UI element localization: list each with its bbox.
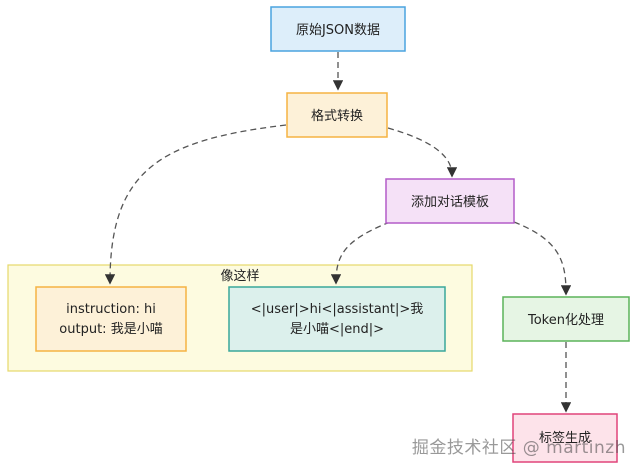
node-format-convert-label: 格式转换 bbox=[311, 108, 363, 124]
node-format-convert: 格式转换 bbox=[286, 92, 388, 138]
node-example-plain: instruction: hi output: 我是小喵 bbox=[35, 286, 187, 352]
node-tokenize: Token化处理 bbox=[502, 296, 630, 342]
node-raw-json-label: 原始JSON数据 bbox=[296, 23, 380, 38]
node-example-template-line1: <|user|>hi<|assistant|>我 bbox=[251, 302, 424, 317]
edge-format-to-plain bbox=[104, 124, 287, 285]
node-example-template-line2: 是小喵<|end|> bbox=[290, 322, 384, 337]
group-title: 像这样 bbox=[220, 268, 259, 284]
node-example-plain-line2: output: 我是小喵 bbox=[59, 322, 162, 337]
node-add-template-label: 添加对话模板 bbox=[411, 195, 489, 210]
node-add-template: 添加对话模板 bbox=[385, 178, 515, 224]
node-raw-json: 原始JSON数据 bbox=[270, 6, 406, 52]
node-label-gen: 标签生成 bbox=[512, 413, 618, 463]
watermark: 掘金技术社区 @ martinzh bbox=[411, 438, 626, 458]
edge-template-to-token bbox=[513, 221, 572, 296]
edge-format-to-template bbox=[387, 127, 458, 178]
edge-template-to-example bbox=[330, 221, 391, 285]
node-tokenize-label: Token化处理 bbox=[527, 313, 604, 328]
node-example-plain-line1: instruction: hi bbox=[66, 302, 156, 317]
edges bbox=[104, 52, 572, 413]
node-label-gen-label: 标签生成 bbox=[539, 430, 591, 446]
node-example-template: <|user|>hi<|assistant|>我 是小喵<|end|> bbox=[228, 286, 446, 352]
